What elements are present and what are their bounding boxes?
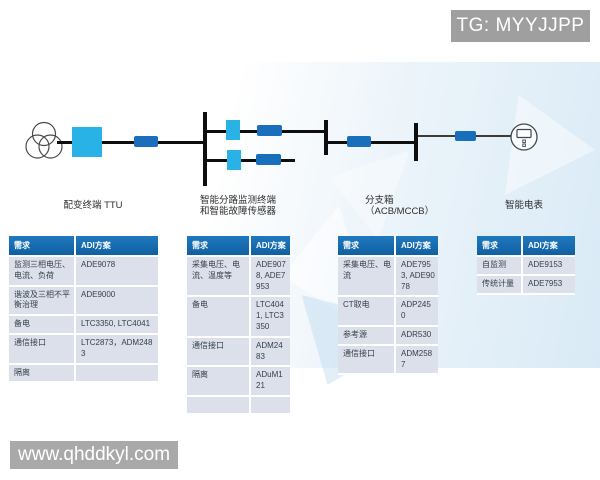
cell-solution: LTC2873，ADM2483 (76, 334, 158, 365)
branch-monitor-device (226, 120, 240, 140)
cell-need: 通信接口 (338, 345, 396, 376)
current-sensor (134, 136, 158, 147)
stage-label-line: 和智能故障传感器 (200, 206, 277, 217)
cell-need: 隔离 (187, 367, 251, 397)
cell-need: 参考源 (338, 326, 396, 346)
stage-label-branch-box: 分支箱 （ACB/MCCB） (365, 195, 445, 217)
cell-solution: ADE7953 (523, 275, 575, 295)
table-header-row: 需求 ADI方案 (187, 236, 290, 257)
cell-solution: ADR530 (396, 326, 438, 346)
busbar (324, 120, 328, 155)
cell-solution: LTC3350, LTC4041 (76, 316, 158, 335)
cell-need: 隔离 (9, 364, 76, 384)
cell-solution: ADM2483 (251, 337, 290, 368)
busbar (203, 112, 207, 186)
cell-need: 备电 (9, 316, 76, 335)
watermark-website: www.qhddkyl.com (10, 441, 178, 469)
stage-label-line: 分支箱 (365, 195, 394, 206)
table-row (187, 396, 290, 415)
col-header-need: 需求 (477, 236, 523, 257)
current-sensor (455, 131, 476, 141)
cell-need: 采集电压、电流 (338, 257, 396, 298)
branch-monitor-device (227, 150, 241, 170)
stage-label-branch-monitor: 智能分路监测终端 和智能故障传感器 (200, 195, 295, 217)
cell-need: 自监测 (477, 257, 523, 276)
cell-need (187, 396, 251, 415)
watermark-telegram: TG: MYYJJPP (451, 10, 590, 42)
cell-solution (251, 396, 290, 415)
feeder-line (57, 141, 205, 144)
busbar (414, 123, 418, 161)
cell-solution (76, 364, 158, 384)
cell-solution: ADM2587 (396, 345, 438, 376)
stage-label-smart-meter: 智能电表 (504, 200, 543, 211)
branch-box-line (328, 141, 416, 144)
current-sensor (347, 136, 371, 147)
cell-need: CT取电 (338, 297, 396, 327)
table-header-row: 需求 ADI方案 (338, 236, 438, 257)
table-row: 隔离 (9, 364, 158, 384)
col-header-need: 需求 (187, 236, 251, 257)
cell-need: 通信接口 (9, 334, 76, 365)
cell-need: 谐波及三相不平衡治理 (9, 286, 76, 317)
smart-meter-icon (510, 123, 538, 151)
col-header-need: 需求 (338, 236, 396, 257)
current-sensor (256, 154, 281, 165)
stage-label-line: 智能分路监测终端 (200, 195, 277, 206)
cell-solution: ADP2450 (396, 297, 438, 327)
cell-need: 备电 (187, 297, 251, 338)
stage-label-line: （ACB/MCCB） (365, 206, 435, 217)
cell-need: 监测三相电压、电流、负荷 (9, 257, 76, 287)
table-header-row: 需求 ADI方案 (477, 236, 575, 257)
cell-solution: ADE7953, ADE9078 (396, 257, 438, 298)
col-header-adi: ADI方案 (523, 236, 575, 257)
current-sensor (257, 125, 282, 136)
cell-solution: LTC4041, LTC3350 (251, 297, 290, 338)
cell-solution: ADE9153 (523, 257, 575, 276)
col-header-adi: ADI方案 (76, 236, 158, 257)
col-header-adi: ADI方案 (396, 236, 438, 257)
cell-need: 通信接口 (187, 337, 251, 368)
cell-need: 传统计量 (477, 275, 523, 295)
col-header-need: 需求 (9, 236, 76, 257)
stage-label-ttu: 配变终端 TTU (63, 200, 123, 211)
branch-line-bottom (205, 159, 295, 162)
cell-solution: ADE9078 (76, 257, 158, 287)
ttu-device (72, 127, 102, 157)
transformer-icon (25, 121, 63, 159)
cell-solution: ADE9078, ADE7953 (251, 257, 290, 298)
cell-solution: ADE9000 (76, 286, 158, 317)
cell-need: 采集电压、电流、温度等 (187, 257, 251, 298)
cell-solution: ADuM121 (251, 367, 290, 397)
col-header-adi: ADI方案 (251, 236, 290, 257)
table-header-row: 需求 ADI方案 (9, 236, 158, 257)
